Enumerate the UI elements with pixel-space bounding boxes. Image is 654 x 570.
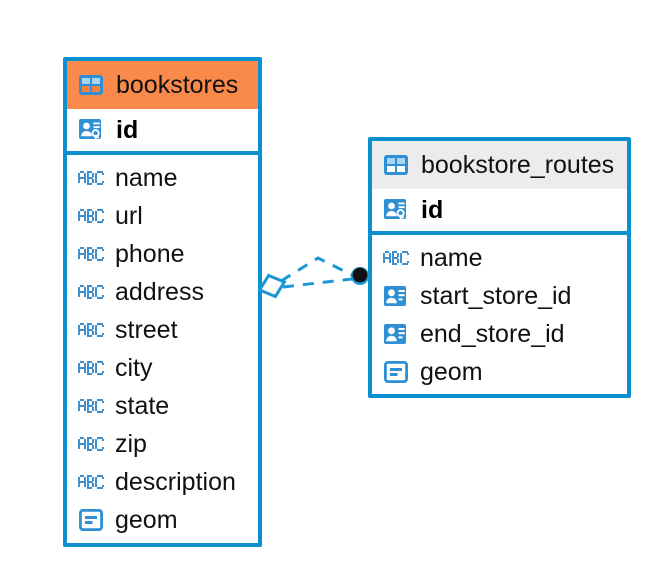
abc-text-icon	[76, 467, 106, 497]
entity-bookstores-primary-key-label: id	[116, 115, 139, 144]
relationship-line-start-store	[280, 256, 355, 283]
field-row[interactable]: state	[67, 387, 258, 425]
field-row[interactable]: end_store_id	[372, 315, 627, 353]
field-row[interactable]: geom	[67, 501, 258, 539]
abc-text-icon	[76, 315, 106, 345]
entity-bookstore-routes-primary-key-label: id	[421, 195, 444, 224]
field-label: url	[115, 201, 143, 230]
table-icon	[381, 150, 411, 180]
abc-text-icon	[76, 239, 106, 269]
entity-bookstore-routes-header[interactable]: bookstore_routes	[372, 141, 627, 189]
entity-bookstore-routes-field-list: name start_store_id	[372, 235, 627, 395]
abc-text-icon	[76, 201, 106, 231]
entity-bookstores-field-list: name	[67, 155, 258, 543]
field-label: start_store_id	[420, 281, 572, 310]
field-row[interactable]: url	[67, 197, 258, 235]
abc-text-icon	[76, 353, 106, 383]
entity-bookstore-routes-title: bookstore_routes	[421, 150, 615, 179]
field-row[interactable]: name	[67, 159, 258, 197]
table-icon	[76, 70, 106, 100]
field-label: address	[115, 277, 204, 306]
field-row[interactable]: zip	[67, 425, 258, 463]
field-label: description	[115, 467, 236, 496]
field-row[interactable]: street	[67, 311, 258, 349]
field-row[interactable]: phone	[67, 235, 258, 273]
field-label: city	[115, 353, 153, 382]
entity-bookstores-primary-key-row[interactable]: id	[67, 109, 258, 155]
field-label: name	[420, 243, 483, 272]
field-label: name	[115, 163, 178, 192]
field-row[interactable]: city	[67, 349, 258, 387]
primary-key-icon	[381, 195, 411, 225]
field-row[interactable]: name	[372, 239, 627, 277]
relationship-circle-marker	[351, 267, 369, 285]
abc-text-icon	[381, 243, 411, 273]
abc-text-icon	[76, 277, 106, 307]
field-label: street	[115, 315, 178, 344]
field-label: geom	[115, 505, 178, 534]
field-row[interactable]: geom	[372, 353, 627, 391]
abc-text-icon	[76, 429, 106, 459]
entity-bookstores-header[interactable]: bookstores	[67, 61, 258, 109]
foreign-key-icon	[381, 319, 411, 349]
abc-text-icon	[76, 391, 106, 421]
field-row[interactable]: address	[67, 273, 258, 311]
field-row[interactable]: start_store_id	[372, 277, 627, 315]
geometry-icon	[381, 357, 411, 387]
field-label: geom	[420, 357, 483, 386]
entity-bookstore-routes[interactable]: bookstore_routes id	[368, 137, 631, 398]
primary-key-icon	[76, 115, 106, 145]
foreign-key-icon	[381, 281, 411, 311]
entity-bookstores[interactable]: bookstores id	[63, 57, 262, 547]
entity-bookstores-title: bookstores	[116, 70, 239, 99]
field-row[interactable]: description	[67, 463, 258, 501]
relationship-line-end-store	[282, 277, 353, 289]
field-label: end_store_id	[420, 319, 565, 348]
geometry-icon	[76, 505, 106, 535]
field-label: zip	[115, 429, 147, 458]
entity-bookstore-routes-primary-key-row[interactable]: id	[372, 189, 627, 235]
field-label: state	[115, 391, 170, 420]
abc-text-icon	[76, 163, 106, 193]
field-label: phone	[115, 239, 185, 268]
